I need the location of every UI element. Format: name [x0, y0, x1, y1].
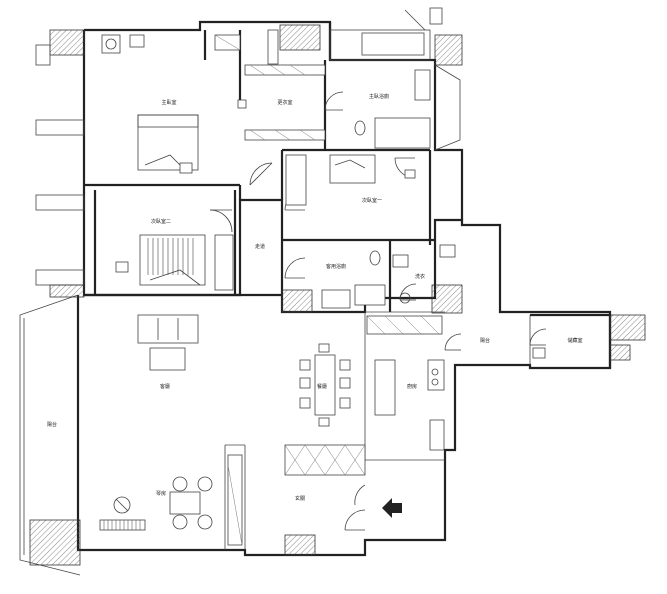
label-storage: 儲藏室 — [567, 337, 582, 344]
structural-columns — [279, 24, 646, 556]
label-corridor: 走道 — [255, 243, 265, 250]
label-balcony: 陽台 — [47, 421, 57, 428]
label-dining-room: 餐廳 — [317, 383, 327, 390]
label-piano-area: 琴房 — [156, 490, 166, 497]
room-labels: 主臥室 更衣室 主臥浴廁 次臥室一 次臥室二 走道 客用浴廁 洗衣 陽台 儲藏室… — [47, 93, 583, 502]
label-entrance: 玄關 — [295, 495, 305, 502]
doors — [209, 91, 547, 531]
label-master-bathroom: 主臥浴廁 — [369, 93, 389, 100]
label-second-bedroom-1: 次臥室一 — [362, 197, 382, 204]
interior-walls — [84, 30, 531, 550]
top-right-balcony — [329, 7, 461, 151]
label-laundry: 洗衣 — [415, 273, 425, 280]
entrance-arrow-icon — [382, 498, 402, 518]
label-second-bedroom-2: 次臥室二 — [151, 218, 171, 225]
label-utility-balcony: 陽台 — [480, 337, 490, 344]
furniture — [99, 29, 546, 546]
label-master-bedroom: 主臥室 — [161, 99, 176, 106]
facade-columns — [29, 29, 85, 566]
label-guest-bathroom: 客用浴廁 — [326, 263, 346, 270]
label-walk-in-closet: 更衣室 — [277, 99, 292, 106]
label-living-room: 客廳 — [160, 383, 170, 390]
exterior-walls — [19, 20, 612, 576]
label-kitchen: 廚房 — [407, 383, 417, 390]
